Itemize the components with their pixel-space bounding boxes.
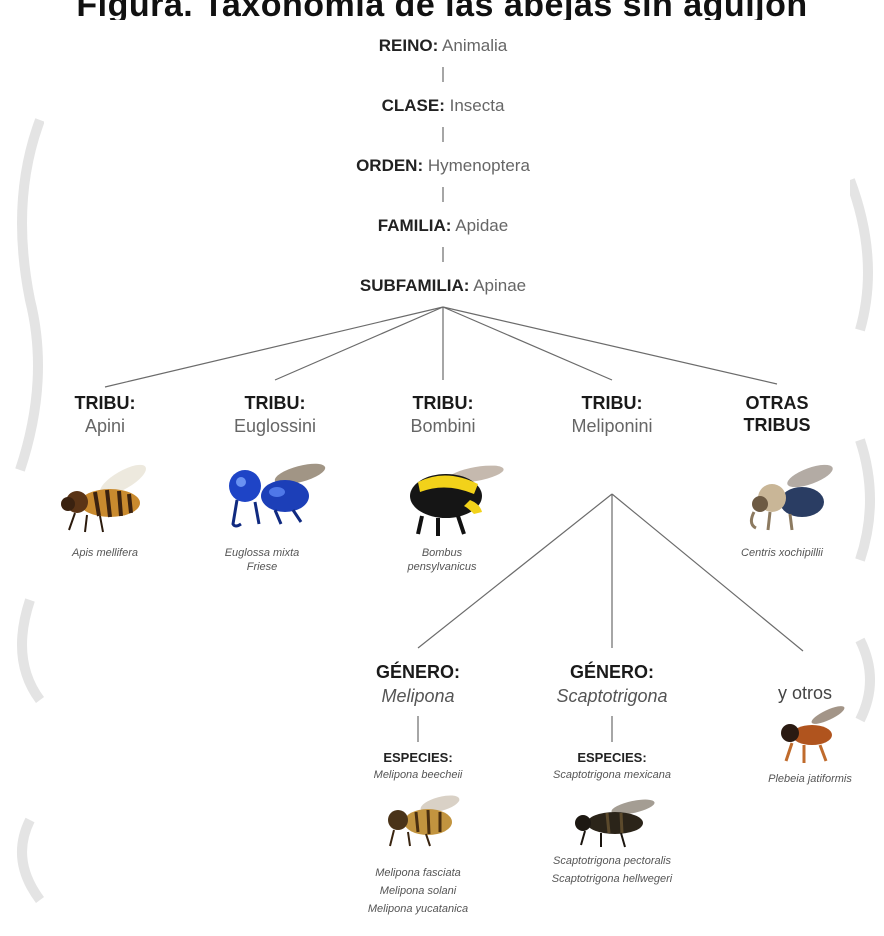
especies-label-scapto: ESPECIES: <box>577 750 647 765</box>
melipona-bee-icon <box>388 795 460 847</box>
species-melipona-yucatanica: Melipona yucatanica <box>367 903 469 915</box>
centris-bee-icon <box>749 464 833 531</box>
rank-reino: REINO: Animalia <box>378 36 508 55</box>
species-scapto-pectoralis: Scaptotrigona pectoralis <box>552 855 671 867</box>
genus-label: GÉNERO: <box>375 662 460 682</box>
tribe-name: Euglossini <box>233 416 317 436</box>
bumblebee-icon <box>410 465 504 536</box>
tribe-label-2: TRIBUS <box>743 415 811 435</box>
connector-meli-melipona <box>417 493 613 649</box>
others-label: y otros <box>777 683 833 703</box>
connector-sub-otras <box>442 306 778 385</box>
connector-meli-otros <box>611 493 804 652</box>
connector-sub-euglossini <box>274 306 444 381</box>
tribe-label: OTRAS <box>745 393 809 413</box>
caption-centris: Centris xochipillii <box>741 547 823 559</box>
species-melipona-beecheii: Melipona beecheii <box>373 769 463 781</box>
genus-name: Melipona <box>381 686 455 706</box>
orchid-bee-icon <box>229 463 326 528</box>
tribe-otras: OTRAS TRIBUS <box>702 392 852 436</box>
especies-label-melipona: ESPECIES: <box>383 750 453 765</box>
tribe-bombini: TRIBU: Bombini <box>368 392 518 438</box>
species-scapto-hellwegeri: Scaptotrigona hellwegeri <box>551 873 673 885</box>
rank-familia: FAMILIA: Apidae <box>377 216 509 235</box>
tribe-label: TRIBU: <box>412 393 474 413</box>
tribe-euglossini: TRIBU: Euglossini <box>200 392 350 438</box>
rank-subfamilia: SUBFAMILIA: Apinae <box>359 276 527 295</box>
caption-euglossa: Euglossa mixta Friese <box>224 547 300 573</box>
scaptotrigona-bee-icon <box>575 799 655 848</box>
tribe-name: Apini <box>84 416 126 436</box>
tribe-label: TRIBU: <box>74 393 136 413</box>
species-melipona-solani: Melipona solani <box>379 885 457 897</box>
caption-apis-mellifera: Apis mellifera <box>71 547 139 559</box>
genus-scaptotrigona: GÉNERO: Scaptotrigona <box>517 660 707 708</box>
connector-sub-meliponini <box>442 306 613 381</box>
tribe-name: Bombini <box>410 416 476 436</box>
tribe-name: Meliponini <box>571 416 653 436</box>
caption-plebeia: Plebeia jatiformis <box>768 773 852 785</box>
tribe-label: TRIBU: <box>244 393 306 413</box>
genus-name: Scaptotrigona <box>556 686 668 706</box>
tribe-apini: TRIBU: Apini <box>30 392 180 438</box>
honeybee-icon <box>61 464 146 533</box>
genus-melipona: GÉNERO: Melipona <box>323 660 513 708</box>
rank-orden: ORDEN: Hymenoptera <box>356 156 530 175</box>
tribe-meliponini: TRIBU: Meliponini <box>537 392 687 438</box>
species-melipona-fasciata: Melipona fasciata <box>375 867 461 879</box>
genus-label: GÉNERO: <box>569 662 654 682</box>
plebeia-bee-icon <box>781 706 845 763</box>
rank-clase: CLASE: Insecta <box>381 96 505 115</box>
connector-sub-apini <box>104 306 444 388</box>
species-scapto-mexicana: Scaptotrigona mexicana <box>552 769 671 781</box>
caption-bombus: Bombus pensylvanicus <box>407 547 477 573</box>
tribe-label: TRIBU: <box>581 393 643 413</box>
